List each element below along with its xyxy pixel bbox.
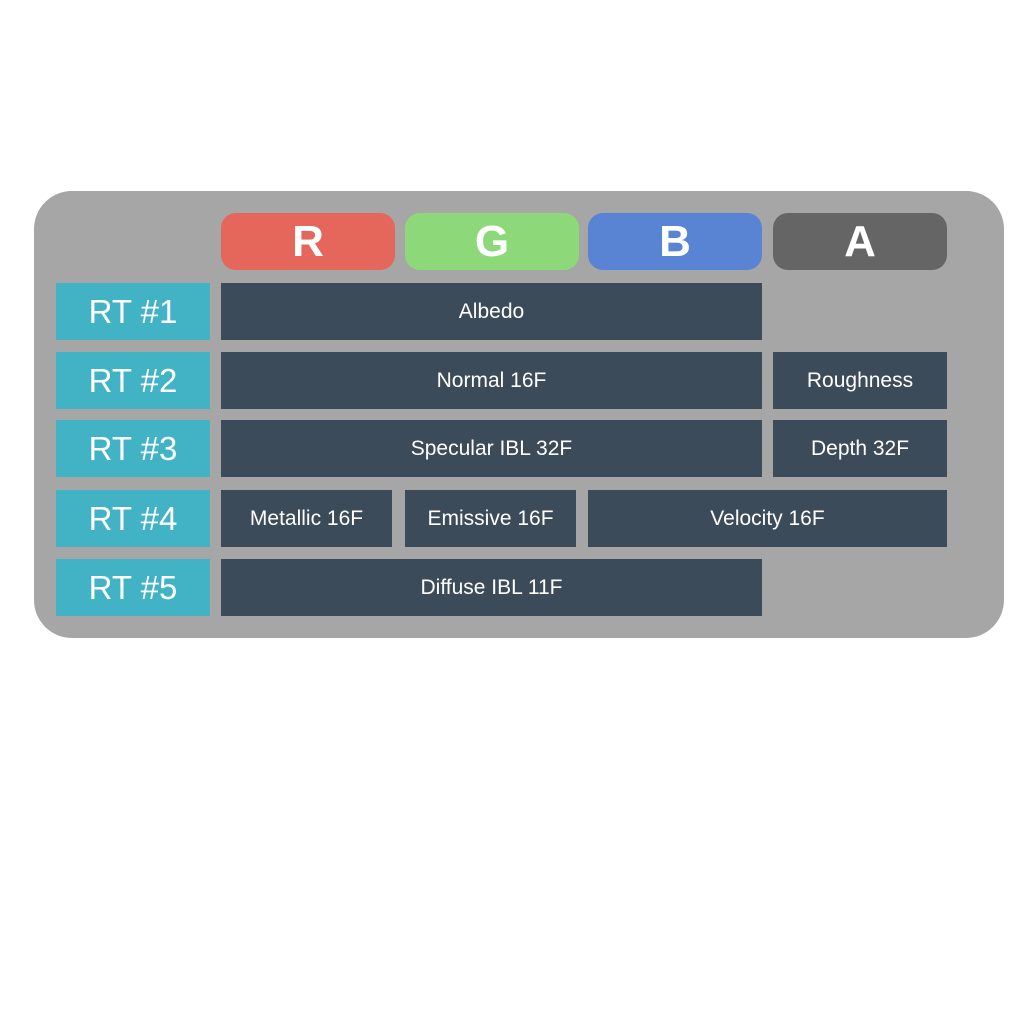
channel-r-header: R bbox=[221, 213, 395, 270]
rt-3-label: RT #3 bbox=[56, 420, 210, 477]
channel-b-header: B bbox=[588, 213, 762, 270]
channel-g-header: G bbox=[405, 213, 579, 270]
rt-4-emissive-cell: Emissive 16F bbox=[405, 490, 576, 547]
rt-1-label: RT #1 bbox=[56, 283, 210, 340]
rt-1-albedo-cell: Albedo bbox=[221, 283, 762, 340]
rt-4-velocity-cell: Velocity 16F bbox=[588, 490, 947, 547]
rt-2-label: RT #2 bbox=[56, 352, 210, 409]
rt-4-label: RT #4 bbox=[56, 490, 210, 547]
channel-a-header: A bbox=[773, 213, 947, 270]
rt-3-specular-ibl-cell: Specular IBL 32F bbox=[221, 420, 762, 477]
rt-2-roughness-cell: Roughness bbox=[773, 352, 947, 409]
rt-4-metallic-cell: Metallic 16F bbox=[221, 490, 392, 547]
rt-3-depth-cell: Depth 32F bbox=[773, 420, 947, 477]
rt-5-diffuse-ibl-cell: Diffuse IBL 11F bbox=[221, 559, 762, 616]
rt-5-label: RT #5 bbox=[56, 559, 210, 616]
rt-2-normal-cell: Normal 16F bbox=[221, 352, 762, 409]
